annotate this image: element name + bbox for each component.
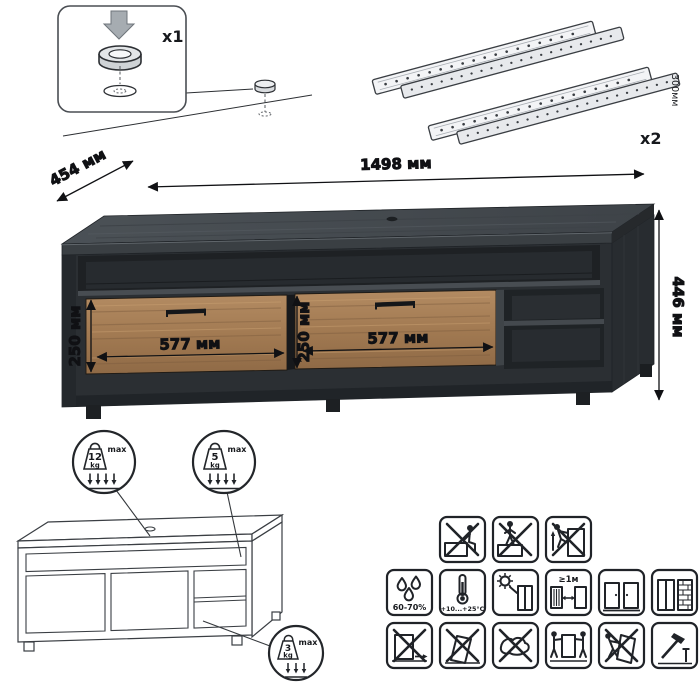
drawer-slides-detail: x2 300мм [370, 12, 682, 153]
icon-heat-distance: ≥1м [544, 568, 593, 617]
dim-drawer-right-height-label: 250 мм [295, 301, 313, 362]
icon-no-drag [385, 621, 434, 670]
svg-text:max: max [299, 638, 319, 647]
weight-icon [82, 448, 108, 470]
outline-leg [271, 611, 281, 621]
load-badge-shelf: 5 kg max [191, 429, 257, 495]
distance-label: ≥1м [559, 575, 579, 585]
drawer-right-handle [376, 301, 414, 307]
svg-text:kg: kg [283, 652, 293, 660]
outline-compartments [193, 568, 247, 629]
outline-top-side-edge [251, 513, 283, 543]
cable-hole [386, 216, 398, 222]
svg-text:12: 12 [88, 452, 102, 463]
dim-width: 1498 мм [147, 154, 645, 192]
drawer-gap [287, 294, 295, 370]
outline-drawer-left [25, 573, 106, 634]
icon-no-tilt [438, 621, 487, 670]
foot-mounting-position-icon [254, 79, 276, 117]
icon-no-direct-sunlight [491, 568, 540, 617]
drawer-left-handle [167, 308, 205, 315]
svg-text:kg: kg [90, 461, 100, 469]
icon-carry-by-two [544, 621, 593, 670]
temperature-label: +10...+25°C [441, 605, 485, 613]
dim-drawer-left-height-label: 250 мм [66, 305, 84, 366]
dim-width-label: 1498 мм [360, 154, 432, 174]
svg-text:max: max [108, 445, 128, 454]
icon-no-wet-cloth [491, 621, 540, 670]
dim-drawer-right-height: 250 мм [292, 295, 314, 369]
leg-back-right [640, 364, 652, 377]
outline-drawer-right [110, 570, 189, 632]
compartment-shelf-edge [504, 319, 604, 326]
care-icon-grid: 60-70% +10...+25°C ≥1м [385, 515, 699, 670]
icon-no-standing [491, 515, 540, 564]
outline-niche [25, 546, 247, 573]
partition-front-edge [496, 289, 504, 366]
svg-text:max: max [228, 445, 248, 454]
foot-glide-icon [98, 45, 142, 98]
outline-shelf-line [193, 595, 247, 599]
icon-no-push [597, 621, 646, 670]
dim-depth: 454 мм [46, 145, 134, 202]
icon-level-surface [597, 568, 646, 617]
leg-middle [326, 399, 340, 412]
dim-depth-label: 454 мм [46, 145, 108, 190]
foot-count-label: x1 [162, 27, 183, 46]
slides-length-label: 300мм [669, 74, 680, 106]
load-arrows [207, 473, 237, 485]
left-side-panel [62, 254, 76, 407]
svg-text:3: 3 [285, 644, 291, 654]
svg-text:5: 5 [212, 452, 219, 463]
press-down-arrow-icon [102, 10, 136, 40]
load-arrows [285, 663, 307, 674]
top-panel-side-edge [612, 204, 654, 243]
dim-drawer-left-width-label: 577 мм [159, 334, 220, 353]
dim-height: 446 мм [654, 209, 688, 401]
load-limit-callouts: 12 kg max 5 kg max [71, 429, 325, 682]
shelf-front-edge [78, 280, 600, 296]
load-arrows [87, 473, 117, 485]
outline-drawing [15, 513, 285, 652]
load-badge-top: 12 kg max [71, 429, 137, 495]
load-badge-drawer: 3 kg max [267, 624, 325, 682]
humidity-label: 60-70% [393, 603, 427, 612]
tv-stand-illustration [60, 203, 656, 419]
slides-count-label: x2 [640, 129, 661, 148]
dim-height-label: 446 мм [669, 276, 687, 337]
icon-temperature: +10...+25°C [438, 568, 487, 617]
icon-no-sitting [438, 515, 487, 564]
icon-fix-to-wall [650, 568, 699, 617]
svg-text:kg: kg [210, 461, 220, 469]
leg-front-left [86, 405, 101, 419]
plinth [62, 381, 612, 407]
icon-humidity: 60-70% [385, 568, 434, 617]
dim-drawer-left-width: 577 мм [96, 334, 285, 362]
outline-leg [231, 635, 243, 646]
weight-icon [202, 448, 228, 470]
foot-detail-inset: x1 [57, 5, 313, 137]
leg-front-right [576, 392, 590, 405]
icon-no-climbing [544, 515, 593, 564]
dim-drawer-right-width: 577 мм [302, 328, 494, 356]
outline-leg [23, 641, 35, 652]
icon-assembly-tools [650, 621, 699, 670]
open-compartments [504, 288, 604, 369]
dim-drawer-right-width-label: 577 мм [367, 328, 428, 347]
dim-drawer-left-height: 250 мм [66, 299, 96, 373]
